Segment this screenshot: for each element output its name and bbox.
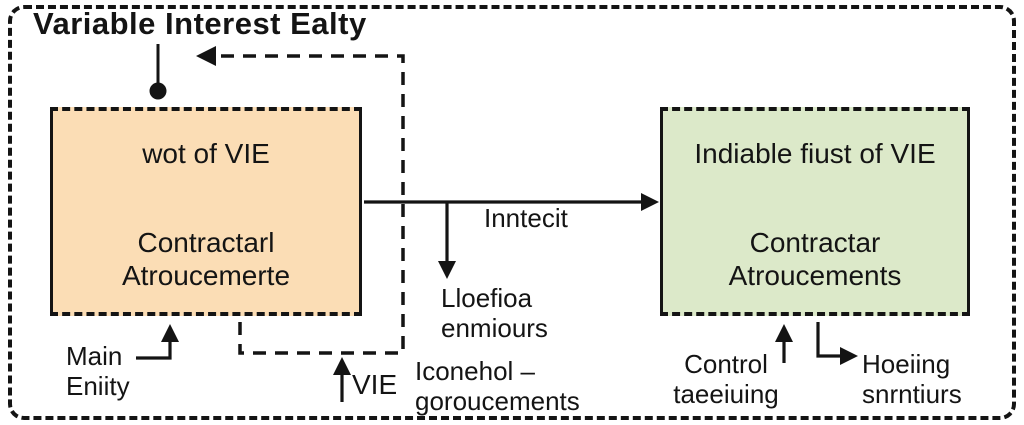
holding-arrow [816,322,858,365]
vie-label: VIE [352,369,398,400]
left-box-title: wot of VIE [142,138,270,169]
control-label: Control taeeiuing [673,349,779,410]
left-box-subtitle: Contractarl Atroucemerte [121,226,291,291]
interest-label: Inntecit [484,203,568,233]
feedback-dashed-arrow [196,46,405,355]
holding-label: Hoeiing snrntiurs [862,349,962,410]
losses-arrow [438,202,456,279]
main-entity-label: Main Eniity [66,341,130,402]
vie-arrow [333,357,351,402]
license-arrangements-label: Iconehol – goroucements [415,356,580,417]
left-box: wot of VIE Contractarl Atroucemerte [50,107,362,316]
interest-arrow [364,193,659,211]
main-entity-arrow [136,324,179,360]
diagram-title: Variable Interest Ealty [33,6,367,41]
right-box: Indiable fiust of VIE Contractar Atrouce… [660,107,970,316]
right-box-subtitle: Contractar Atroucements [728,226,902,291]
control-arrow [775,324,793,363]
right-box-title: Indiable fiust of VIE [694,138,936,169]
title-pointer-line [149,44,167,100]
losses-label: Lloefioa enmiours [441,283,548,344]
